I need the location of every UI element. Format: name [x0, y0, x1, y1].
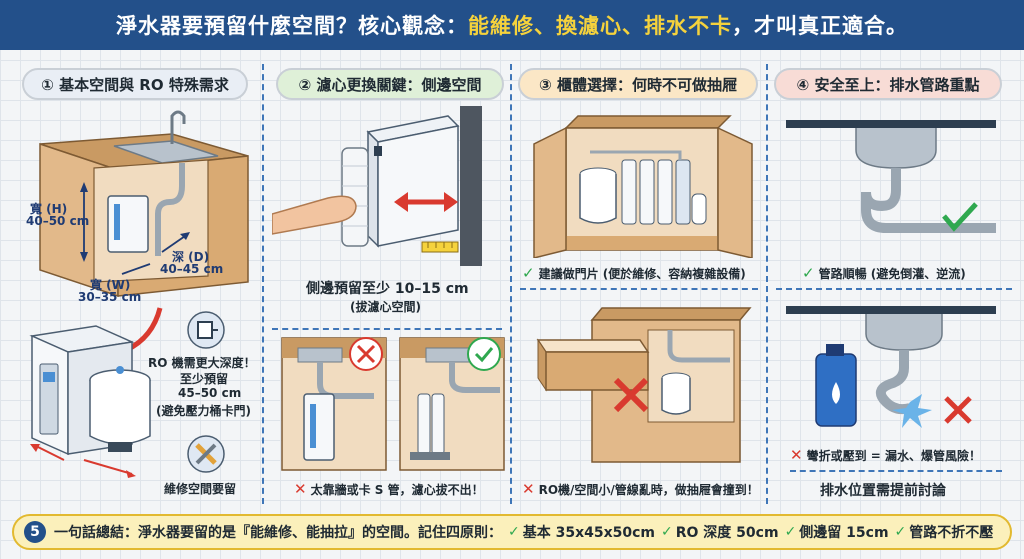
cross-icon: ✕	[790, 446, 803, 464]
side-space-sub: (拔濾心空間)	[350, 300, 421, 314]
header-title-highlight: 能維修、換濾心、排水不卡	[468, 14, 732, 38]
ro-unit-diagram	[29, 307, 163, 478]
good-install-diagram	[399, 337, 505, 471]
header-title-b: ，才叫真正適合。	[732, 14, 908, 38]
check-icon: ✓	[522, 264, 535, 282]
bad-install-diagram	[281, 337, 387, 471]
ro-note-line1: RO 機需更大深度！	[148, 356, 256, 370]
bad-caption-p3-text: RO機/空間小/管線亂時，做抽屜會撞到！	[538, 482, 759, 497]
ro-note-line2: 至少預留	[180, 372, 229, 386]
check-icon: ✓	[802, 264, 815, 282]
width-label: 寬 (W)	[90, 278, 131, 292]
good-caption-p4: ✓ 管路順暢 (避免倒灌、逆流)	[802, 264, 966, 282]
cross-icon: ✕	[522, 480, 535, 498]
divider-1	[262, 64, 264, 504]
panel1-title: ① 基本空間與 RO 特殊需求	[22, 68, 248, 100]
depth-value: 40–45 cm	[160, 262, 224, 276]
side-space-label: 側邊預留至少 10–15 cm	[306, 281, 469, 297]
bad-caption-p2-text: 太靠牆或卡 S 管，濾心拔不出！	[310, 482, 484, 497]
ro-note-line3: 45–50 cm	[178, 386, 242, 400]
cabinet-diagram	[39, 110, 249, 298]
drawer-cabinet-diagram	[536, 307, 752, 463]
footer-number: 5	[24, 521, 46, 543]
bracket-icon	[187, 311, 225, 349]
door-cabinet-diagram	[533, 115, 753, 258]
good-caption-p3-text: 建議做門片 (便於維修、容納複雜設備)	[538, 266, 746, 281]
check-icon: ✓	[894, 524, 907, 540]
panel2-title: ② 濾心更換關鍵：側邊空間	[276, 68, 504, 100]
footer-rule-2: RO 深度 50cm	[675, 525, 779, 541]
divider-p4b	[790, 470, 1002, 472]
height-label: 寬 (H)	[30, 202, 68, 216]
footer-rule-3: 側邊留 15cm	[799, 525, 889, 541]
divider-2	[510, 64, 512, 504]
bad-caption-p3: ✕ RO機/空間小/管線亂時，做抽屜會撞到！	[522, 480, 759, 498]
header-title-a: 淨水器要預留什麼空間？核心觀念：	[116, 14, 468, 38]
repair-label: 維修空間要留	[164, 482, 237, 496]
bad-caption-p4-text: 彎折或壓到 = 漏水、爆管風險！	[806, 448, 981, 463]
wrench-icon	[187, 435, 225, 473]
check-icon: ✓	[661, 524, 673, 540]
width-value: 30–35 cm	[78, 290, 142, 304]
good-caption-p3: ✓ 建議做門片 (便於維修、容納複雜設備)	[522, 264, 746, 282]
divider-3	[766, 64, 768, 504]
height-value: 40–50 cm	[26, 214, 90, 228]
good-caption-p4-text: 管路順暢 (避免倒灌、逆流)	[818, 266, 966, 281]
bad-caption-p4: ✕ 彎折或壓到 = 漏水、爆管風險！	[790, 446, 981, 464]
divider-p4	[776, 288, 1012, 290]
page-header: 淨水器要預留什麼空間？核心觀念：能維修、換濾心、排水不卡，才叫真正適合。	[0, 0, 1024, 50]
footer-lead: 一句話總結：淨水器要留的是『能維修、能抽拉』的空間。記住四原則：	[54, 525, 502, 541]
summary-footer: 5 一句話總結：淨水器要留的是『能維修、能抽拉』的空間。記住四原則： ✓基本 3…	[12, 514, 1012, 550]
depth-label: 深 (D)	[172, 250, 210, 264]
filter-side-diagram	[272, 106, 482, 266]
smooth-drain-diagram	[786, 120, 996, 233]
check-icon: ✓	[508, 524, 520, 540]
ro-note-line4: (避免壓力桶卡門)	[156, 404, 251, 418]
kinked-drain-diagram	[786, 306, 996, 428]
footer-rule-4: 管路不折不壓	[909, 525, 994, 541]
check-icon: ✓	[784, 524, 797, 540]
divider-p2	[272, 328, 502, 330]
cross-icon: ✕	[294, 480, 307, 498]
panel4-title: ④ 安全至上：排水管路重點	[774, 68, 1002, 100]
drain-bottom-note: 排水位置需提前討論	[820, 483, 946, 499]
divider-p3	[520, 288, 758, 290]
panel3-title: ③ 櫃體選擇：何時不可做抽屜	[518, 68, 758, 100]
footer-rule-1: 基本 35x45x50cm	[522, 525, 656, 541]
bad-caption-p2: ✕ 太靠牆或卡 S 管，濾心拔不出！	[294, 480, 484, 498]
